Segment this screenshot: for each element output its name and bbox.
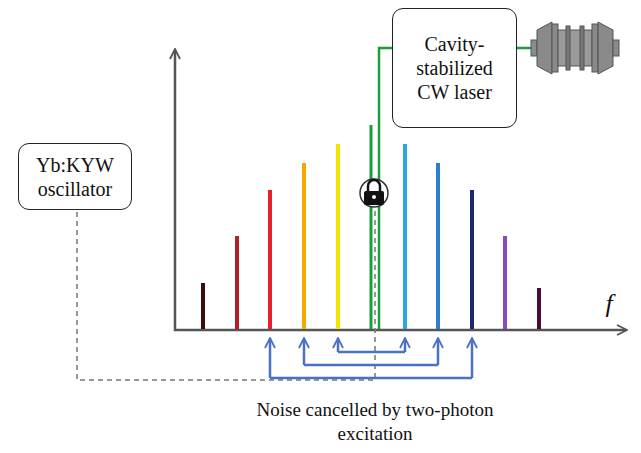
x-axis [174, 329, 626, 332]
lock-symbol [360, 179, 388, 207]
axis-label: f [594, 288, 624, 321]
laser-box: Cavity-stabilized CW laser [392, 8, 517, 128]
caption-note: Noise cancelled by two-photon excitation [245, 398, 505, 446]
comb-teeth [203, 125, 539, 329]
node-label: Yb:KYW oscillator [25, 153, 125, 201]
cavity-icon [531, 22, 619, 74]
y-axis [174, 50, 177, 331]
two-photon-brackets [270, 339, 472, 378]
feedback-dashed-line [77, 208, 375, 380]
oscillator-box: Yb:KYW oscillator [18, 143, 132, 210]
node-label: Cavity-stabilized CW laser [401, 32, 509, 104]
